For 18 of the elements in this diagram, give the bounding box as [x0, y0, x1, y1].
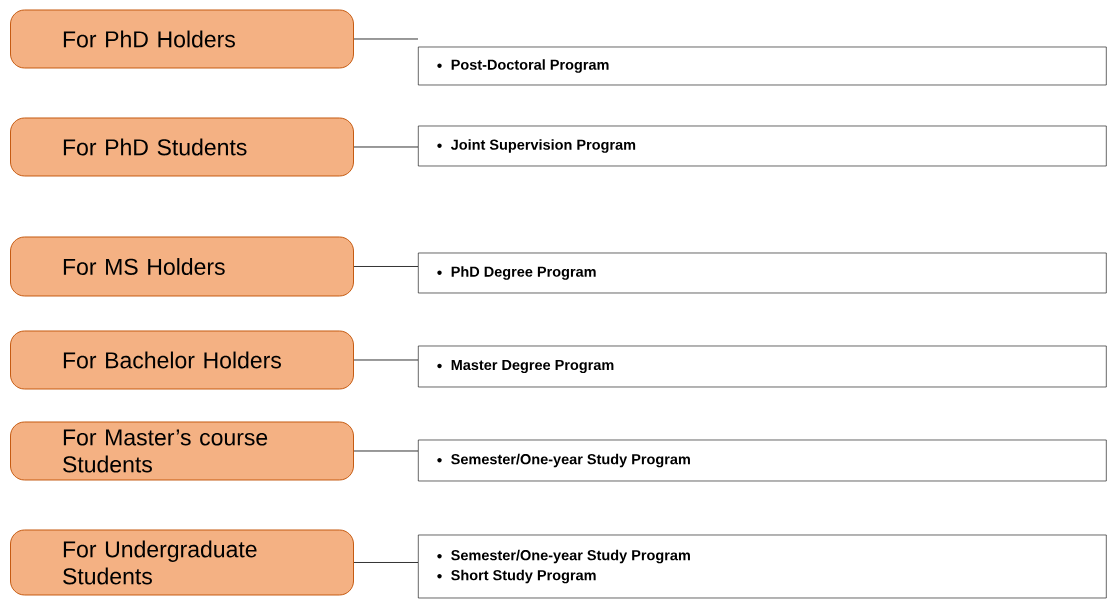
connector-line: [353, 562, 419, 563]
program-box: Joint Supervision Program: [418, 125, 1107, 167]
program-box: Semester/One-year Study Program Short Study Program: [418, 534, 1107, 599]
program-box: Semester/One-year Study Program: [418, 439, 1107, 482]
category-box: For Bachelor Holders: [10, 330, 354, 390]
connector-line: [353, 146, 419, 148]
category-box: For PhD Holders: [10, 9, 354, 69]
program-box: Post-Doctoral Program: [418, 46, 1107, 86]
connector-line: [353, 450, 419, 452]
category-box: For MS Holders: [10, 236, 354, 297]
category-box: For PhD Students: [10, 117, 354, 177]
connector-line: [353, 359, 419, 361]
program-box: PhD Degree Program: [418, 252, 1107, 294]
program-box: Master Degree Program: [418, 345, 1107, 388]
connector-line: [353, 38, 419, 40]
category-box: For Undergraduate Students: [10, 529, 354, 596]
connector-line: [353, 266, 419, 267]
category-box: For Master’s course Students: [10, 421, 354, 481]
